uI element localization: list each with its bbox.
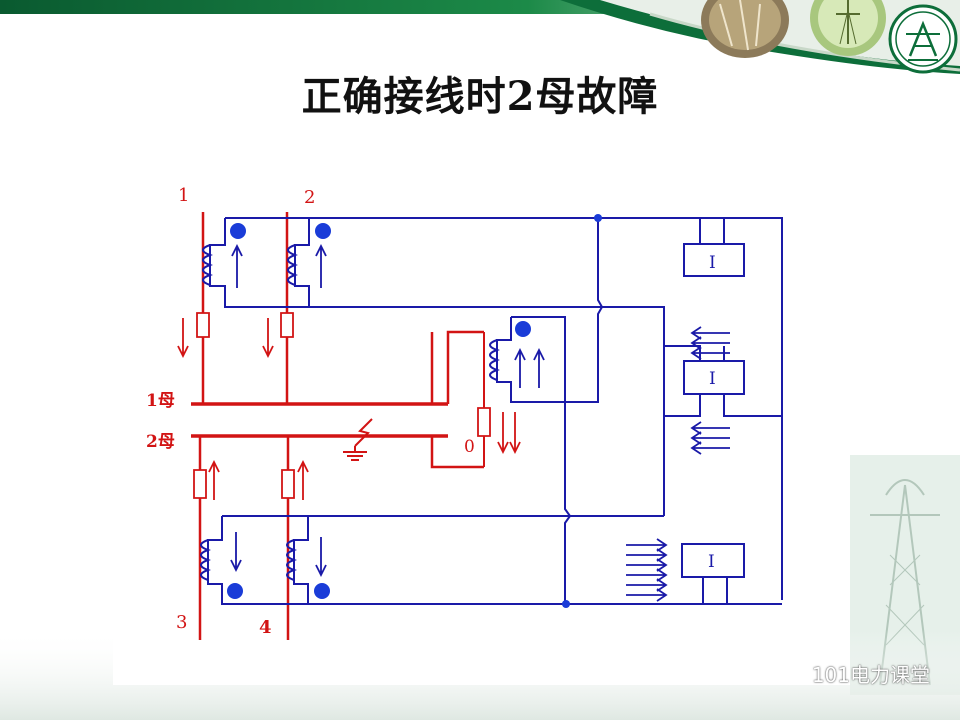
arrow-left-icon — [690, 431, 730, 445]
ct-2-winding-icon — [287, 244, 298, 286]
differential-relay-2 — [683, 360, 745, 395]
ct-label-3: 3 — [176, 612, 187, 633]
arrow-right-icon — [626, 588, 668, 602]
ct-4-winding-icon — [286, 539, 297, 581]
coupler-loop-top — [446, 330, 484, 404]
arrow-up-icon — [315, 243, 327, 288]
wire-relay-2-out — [723, 394, 782, 417]
ct-1-resistor — [196, 312, 210, 338]
arrow-right-icon — [626, 538, 668, 552]
arrow-up-icon — [514, 347, 526, 388]
arrow-down-icon — [230, 532, 242, 573]
ct-4-polarity-dot — [314, 583, 330, 599]
ct-2-resistor — [280, 312, 294, 338]
arrow-down-icon — [315, 537, 327, 578]
arrow-left-icon — [690, 441, 730, 455]
arrow-down-icon — [177, 318, 189, 359]
secondary-circuit — [200, 217, 783, 605]
arrow-down-icon — [509, 412, 521, 455]
arrow-down-icon — [262, 318, 274, 359]
wire-coupler-box — [511, 316, 566, 402]
watermark: 101电力课堂 — [773, 656, 930, 690]
relay-1-label: I — [709, 253, 716, 273]
differential-relay-3 — [681, 543, 745, 578]
ct-0-polarity-dot — [515, 321, 531, 337]
primary-current-arrows — [177, 318, 521, 500]
arrow-up-icon — [231, 243, 243, 288]
arrow-right-icon — [626, 578, 668, 592]
wechat-icon — [773, 661, 804, 684]
arrow-left-icon — [690, 421, 730, 435]
secondary-current-arrows — [230, 243, 730, 602]
wire-ct1-loop — [209, 218, 665, 516]
slide-title: 正确接线时2母故障 — [301, 73, 659, 120]
ct-1-polarity-dot — [230, 223, 246, 239]
ct-3-polarity-dot — [227, 583, 243, 599]
arrow-up-icon — [297, 459, 309, 500]
bus-1-label: 1母 — [146, 391, 175, 411]
junction-dot-top — [594, 214, 602, 222]
ct-4-resistor — [281, 469, 295, 499]
header-photo-1 — [701, 0, 789, 58]
header-photo-2 — [810, 0, 886, 56]
ct-0-winding-icon — [489, 339, 500, 381]
ct-2-polarity-dot — [315, 223, 331, 239]
ct-1-winding-icon — [202, 244, 213, 286]
wire-relay-2-left — [664, 394, 701, 417]
ct-3-resistor — [193, 469, 207, 499]
wire-coupler-loop — [496, 317, 565, 403]
arrow-up-icon — [208, 459, 220, 500]
arrow-right-icon — [626, 568, 668, 582]
ct-label-4: 4 — [259, 617, 272, 638]
ct-3-winding-icon — [200, 539, 211, 581]
logo-emblem — [888, 4, 958, 74]
ct-coils — [193, 312, 491, 499]
arrow-right-icon — [626, 548, 668, 562]
differential-relay-1 — [683, 243, 745, 277]
wire-ct3-loop — [207, 516, 782, 605]
bus-2-label: 2母 — [146, 432, 175, 452]
wire-ct4-loop — [293, 516, 309, 604]
relay-2-label: I — [709, 369, 716, 389]
arrow-left-icon — [690, 326, 730, 340]
wire-top-return — [225, 217, 783, 600]
arrow-down-icon — [497, 412, 509, 455]
junction-dot-bottom — [562, 600, 570, 608]
watermark-text: 101电力课堂 — [811, 662, 930, 687]
arrow-left-icon — [690, 336, 730, 350]
relay-3-label: I — [708, 552, 715, 572]
wire-diff-top — [566, 218, 604, 403]
wire-relay-2-in — [664, 345, 701, 360]
ct-label-1: 1 — [178, 185, 189, 206]
arrow-left-icon — [690, 346, 730, 360]
arrow-right-icon — [626, 558, 668, 572]
arrow-up-icon — [533, 347, 545, 388]
coupler-loop-bottom — [430, 434, 484, 469]
ct-0-resistor — [477, 407, 491, 437]
ct-label-2: 2 — [304, 187, 315, 208]
coupler-label: 0 — [464, 437, 475, 457]
fault-lightning-icon — [354, 418, 373, 447]
